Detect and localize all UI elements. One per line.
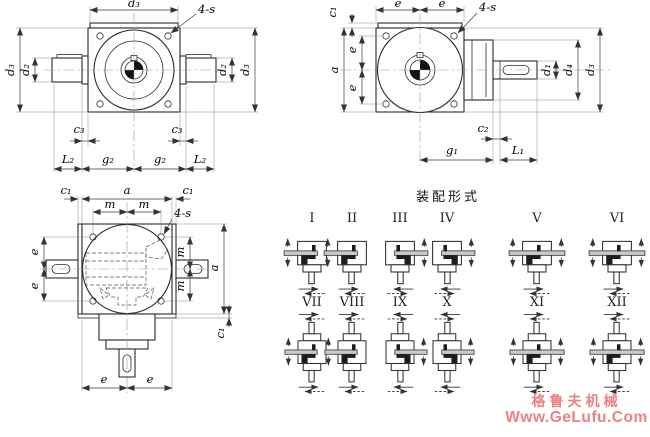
assembly-item-1: I: [283, 212, 341, 299]
leader-4s: [457, 12, 478, 34]
assembly-roman-numeral: II: [346, 211, 358, 226]
fig1-centerlines: [44, 13, 226, 172]
watermark-brand-text: 格鲁夫机械: [531, 394, 622, 410]
assembly-item-4: IV: [418, 212, 476, 299]
fig3-label-e-left-1: e: [27, 248, 41, 255]
fig1-label-d3-right: d₃: [238, 64, 252, 76]
fig1-label-d3-top: d₃: [128, 0, 140, 10]
bolt-hole: [164, 100, 172, 108]
fig3-label-4s: 4-s: [173, 206, 191, 220]
fig2-side-view: e e c₁ a e e 4-s d₁ d₄ d₃ c₂ g₁ L₁: [325, 0, 610, 166]
fig3-label-e-bottom-2: e: [147, 372, 154, 386]
assembly-roman-numeral: III: [392, 211, 408, 226]
assembly-item-5: V: [508, 212, 566, 299]
bolt-hole: [164, 32, 172, 40]
fig2-label-d4: d₄: [561, 64, 575, 76]
fig3-centerlines: [40, 202, 216, 393]
fig2-label-4s: 4-s: [478, 0, 496, 14]
assembly-item-3: III: [371, 212, 429, 299]
gearbox-down-shaft-right-icon: [418, 227, 476, 299]
fig1-front-view: d₃ 4-s d₃ d₂ d₂ d₃ c₃ c₃ L₂ g₂ g₂ L₂: [3, 0, 259, 173]
fig3-label-m-top-1: m: [105, 197, 116, 211]
fig2-label-g1: g₁: [446, 143, 458, 157]
fig1-dimensions: d₃ 4-s d₃ d₂ d₂ d₃ c₃ c₃ L₂ g₂ g₂ L₂: [3, 0, 259, 173]
fig3-label-a-right: a: [207, 264, 221, 271]
bolt-hole: [450, 100, 458, 108]
fig2-label-e-left-1: e: [345, 46, 359, 53]
assembly-roman-numeral: XII: [607, 295, 627, 310]
bolt-hole: [96, 100, 104, 108]
fig3-label-e-left-2: e: [27, 282, 41, 289]
fig1-label-g2-left: g₂: [102, 152, 114, 166]
fig3-label-m-top-2: m: [139, 197, 150, 211]
leader-4s: [170, 13, 197, 34]
fig1-label-4s: 4-s: [197, 2, 215, 16]
fig2-label-c2: c₂: [477, 121, 488, 135]
fig2-label-a: a: [327, 66, 341, 73]
assembly-item-12: XII: [588, 296, 646, 395]
leader-4s: [163, 218, 173, 235]
fig3-label-c1-left: c₁: [60, 184, 71, 197]
assembly-roman-numeral: VI: [609, 211, 625, 226]
assembly-item-9: IX: [371, 296, 429, 395]
fig2-label-e-top-2: e: [439, 0, 446, 10]
fig1-label-g2-right: g₂: [154, 152, 166, 166]
fig2-label-d3: d₃: [583, 64, 597, 76]
assembly-item-2: II: [323, 212, 381, 299]
assembly-item-11: XI: [508, 296, 566, 395]
fig2-label-e-top-1: e: [395, 0, 402, 10]
watermark-url-text: Www.GeLufu.Com: [505, 409, 648, 427]
assembly-roman-numeral: X: [442, 295, 452, 310]
assembly-title: 装配形式: [415, 190, 480, 205]
fig3-label-m-right-2: m: [173, 280, 187, 291]
fig1-label-c3-right: c₃: [171, 122, 182, 136]
fig1-label-d3-left: d₃: [3, 64, 17, 76]
fig2-dimensions: e e c₁ a e e 4-s d₁ d₄ d₃ c₂ g₁ L₁: [325, 0, 604, 164]
bolt-hole: [96, 32, 104, 40]
assembly-roman-numeral: IV: [439, 211, 455, 226]
assembly-item-6: VI: [588, 212, 646, 299]
fig1-label-L2-right: L₂: [193, 152, 207, 166]
fig2-label-e-left-2: e: [345, 84, 359, 91]
fig3-label-m-right-1: m: [173, 246, 187, 257]
assembly-roman-numeral: IX: [392, 295, 408, 310]
assembly-roman-numeral: VIII: [339, 295, 365, 310]
gearbox-updown-shaft-both-icon: [509, 311, 565, 395]
fig3-label-c1-bottom: c₁: [213, 327, 227, 338]
assembly-item-10: X: [418, 296, 476, 395]
assembly-roman-numeral: XI: [529, 295, 545, 310]
assembly-roman-numeral: V: [532, 211, 542, 226]
assembly-roman-numeral: I: [309, 211, 315, 226]
assembly-roman-numeral: VII: [302, 295, 322, 310]
gearbox-updown-shaft-both-icon: [589, 311, 645, 395]
fig3-label-a-top: a: [124, 184, 131, 197]
fig2-body: [375, 22, 538, 114]
fig2-centerlines: [340, 14, 610, 166]
assembly-item-8: VIII: [323, 296, 381, 395]
assembly-item-7: VII: [283, 296, 341, 395]
fig2-label-L1: L₁: [511, 143, 524, 157]
fig3-label-c1-right: c₁: [182, 184, 193, 197]
assembly-forms-section: 装配形式 I II III IV V VI VII VIII IX X XI: [283, 184, 650, 406]
fig1-label-c3-left: c₃: [73, 122, 84, 136]
fig2-label-c1: c₁: [325, 6, 339, 17]
fig1-label-L2-left: L₂: [61, 152, 75, 166]
fig3-label-e-bottom-1: e: [101, 372, 108, 386]
fig1-label-d2-right: d₂: [215, 64, 229, 76]
fig3-bottom-view: c₁ a c₁ m m 4-s e e m m a c₁ e e: [27, 184, 233, 393]
gearbox-down-shaft-both-icon: [508, 227, 566, 299]
fig3-dimensions: c₁ a c₁ m m 4-s e e m m a c₁ e e: [27, 184, 233, 392]
bolt-hole: [450, 32, 458, 40]
watermark: 格鲁夫机械 Www.GeLufu.Com: [503, 394, 650, 427]
fig2-label-d1: d₁: [539, 64, 553, 76]
gearbox-down-shaft-both-icon: [588, 227, 646, 299]
gearbox-updown-shaft-right-icon: [419, 311, 475, 395]
fig1-label-d2-left: d₂: [18, 64, 32, 76]
